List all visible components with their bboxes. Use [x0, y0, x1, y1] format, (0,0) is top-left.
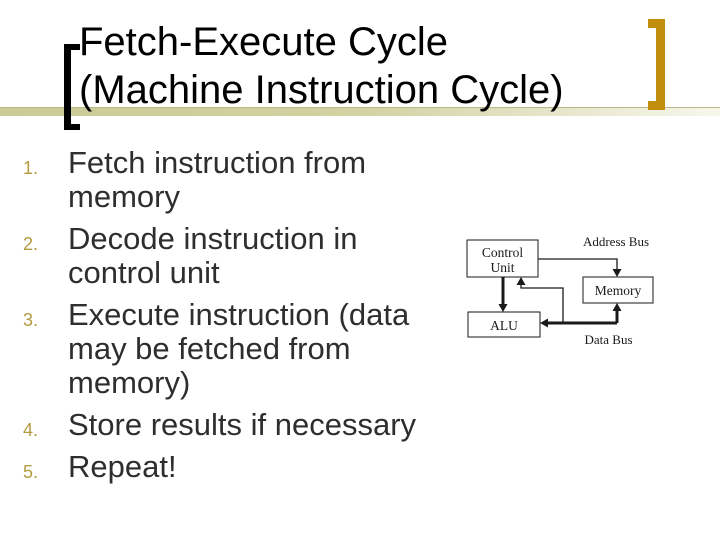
fetch-execute-steps-list: 1. Fetch instruction from memory 2. Deco…: [23, 146, 435, 492]
control-unit-label-line1: Control: [482, 245, 524, 260]
list-item-number: 5.: [23, 462, 39, 482]
title-underline-band: [0, 107, 720, 116]
control-to-alu-arrowhead-icon: [498, 304, 508, 312]
memory-label: Memory: [595, 283, 642, 298]
left-bracket-decoration: [64, 44, 80, 130]
control-unit-label-line2: Unit: [490, 260, 514, 275]
memory-box: [582, 276, 654, 304]
list-item-text: Decode instruction in control unit: [68, 221, 358, 290]
data-bus-to-memory-arrowhead-icon: [612, 303, 622, 311]
right-bracket-decoration: [648, 19, 665, 110]
list-item-text: Fetch instruction from memory: [68, 145, 367, 214]
list-item-number: 4.: [23, 420, 39, 440]
control-unit-box: [466, 239, 539, 278]
list-item-number: 2.: [23, 234, 39, 254]
slide-title-line1: Fetch-Execute Cycle: [79, 20, 449, 64]
list-item-text: Store results if necessary: [68, 407, 417, 442]
list-item-number: 1.: [23, 158, 39, 178]
list-item: 2. Decode instruction in control unit: [23, 222, 435, 290]
data-to-control-arrowhead-icon: [516, 277, 526, 285]
address-bus-line: [538, 258, 618, 270]
list-item: 1. Fetch instruction from memory: [23, 146, 435, 214]
data-bus-to-alu-arrowhead-icon: [540, 318, 548, 328]
list-item-text: Execute instruction (data may be fetched…: [68, 297, 410, 400]
slide-title-line2: (Machine Instruction Cycle): [79, 68, 564, 112]
address-bus-label: Address Bus: [583, 234, 649, 249]
list-item-text: Repeat!: [68, 449, 177, 484]
address-bus-arrowhead-icon: [612, 269, 622, 277]
alu-label: ALU: [490, 318, 518, 333]
list-item: 3. Execute instruction (data may be fetc…: [23, 298, 435, 400]
data-to-control-line: [520, 283, 564, 323]
list-item-number: 3.: [23, 310, 39, 330]
list-item: 5. Repeat!: [23, 450, 435, 484]
alu-box: [467, 311, 541, 338]
list-item: 4. Store results if necessary: [23, 408, 435, 442]
cpu-memory-diagram: Control Unit Memory ALU Address Bus Data…: [466, 234, 654, 347]
data-bus-label: Data Bus: [584, 332, 632, 347]
slide-title: Fetch-Execute Cycle (Machine Instruction…: [79, 18, 699, 114]
